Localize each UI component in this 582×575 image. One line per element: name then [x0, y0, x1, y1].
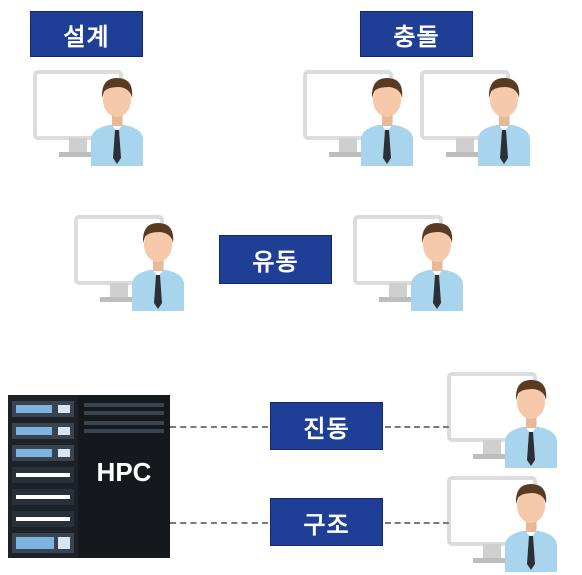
label-vibration: 진동 [270, 402, 383, 450]
workstation-collision-1 [303, 66, 415, 166]
label-design: 설계 [30, 11, 143, 57]
workstation-vibration [447, 368, 559, 468]
workstation-icon [303, 66, 415, 166]
workstation-icon [74, 211, 186, 311]
label-collision: 충돌 [360, 11, 473, 57]
workstation-flow-2 [353, 211, 465, 311]
label-flow: 유동 [219, 235, 332, 284]
workstation-icon [353, 211, 465, 311]
connector-hpc-vibration-left [170, 426, 268, 428]
connector-vibration-right [385, 426, 449, 428]
workstation-collision-2 [420, 66, 532, 166]
connector-hpc-structure-left [170, 522, 268, 524]
hpc-server: HPC [8, 395, 170, 558]
workstation-icon [447, 472, 559, 572]
connector-structure-right [385, 522, 449, 524]
label-structure: 구조 [270, 498, 383, 546]
hpc-label: HPC [96, 457, 152, 487]
workstation-icon [447, 368, 559, 468]
workstation-icon [420, 66, 532, 166]
workstation-structure [447, 472, 559, 572]
workstation-flow-1 [74, 211, 186, 311]
workstation-design [33, 66, 145, 166]
workstation-icon [33, 66, 145, 166]
server-rack-icon [8, 395, 170, 558]
